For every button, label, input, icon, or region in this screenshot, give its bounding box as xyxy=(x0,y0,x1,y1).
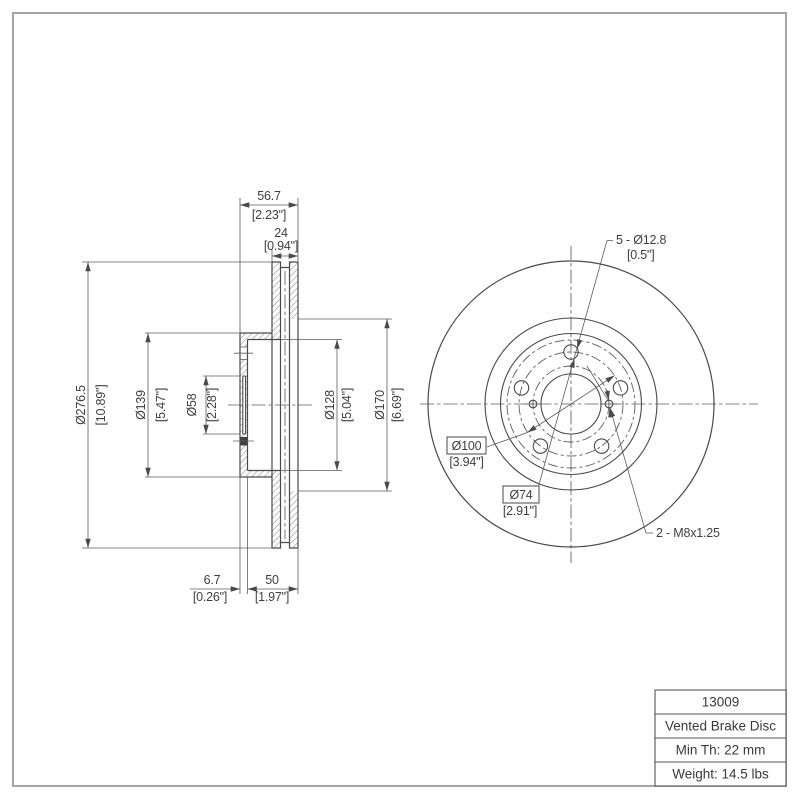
sheet-frame xyxy=(12,12,787,787)
bolt-hole-lower-right xyxy=(593,438,610,454)
thread-hole-leader xyxy=(586,365,653,534)
hat-wall-hatch-top xyxy=(247,333,272,340)
dim-bore-value: Ø58 xyxy=(185,393,199,416)
dim-friction-inner-inches: [6.69"] xyxy=(390,388,404,422)
dim-hub-value: Ø139 xyxy=(134,390,148,420)
dim-flange-thickness-inches: [0.26"] xyxy=(193,590,227,604)
min-thickness: Min Th: 22 mm xyxy=(676,743,766,758)
dim-od-inches: [10.89"] xyxy=(94,384,108,425)
bolt-circle xyxy=(518,351,624,457)
hat-wall-hatch-bottom xyxy=(247,470,272,477)
dim-overall-width-value: 56.7 xyxy=(257,189,281,203)
section-outline xyxy=(233,261,299,549)
bolt-holes-label: 5 - Ø12.8 xyxy=(616,233,667,247)
flange-hatch-2 xyxy=(240,359,248,376)
bolt-circle-dim-leader xyxy=(486,432,528,448)
dim-overall-width-inches: [2.23"] xyxy=(252,208,286,222)
hub-circle xyxy=(499,332,643,476)
dim-plate-thickness-inches: [0.94"] xyxy=(264,239,298,253)
flange-hatch-5 xyxy=(240,434,248,477)
sheet-border xyxy=(12,12,787,787)
bolt-hole-leader xyxy=(537,240,613,489)
pilot-circle-label: Ø74 xyxy=(509,488,532,502)
part-weight: Weight: 14.5 lbs xyxy=(672,767,769,782)
flange-hatch-1 xyxy=(240,333,248,347)
pilot-circle-label-inches: [2.91"] xyxy=(503,504,537,518)
dim-hat-inner-value: Ø128 xyxy=(323,390,337,420)
dim-hat-depth-inches: [1.97"] xyxy=(255,590,289,604)
inboard-plate-hatch-top xyxy=(272,262,281,340)
bolt-circle-dim-line xyxy=(527,375,615,433)
part-type: Vented Brake Disc xyxy=(665,719,776,734)
thread-hole-dia-arrow-lower xyxy=(608,407,614,419)
bolt-holes-label-inches: [0.5"] xyxy=(627,248,655,262)
dim-plate-thickness-value: 24 xyxy=(274,226,288,240)
dim-friction-inner-value: Ø170 xyxy=(373,390,387,420)
front-centerlines xyxy=(420,246,758,563)
pilot-circle-label-box xyxy=(502,485,540,504)
title-block: 13009 Vented Brake Disc Min Th: 22 mm We… xyxy=(654,689,787,787)
front-view-labels: 5 - Ø12.8 [0.5"] Ø100 [3.94"] Ø74 [2.91"… xyxy=(446,233,720,540)
dim-bore-inches: [2.28"] xyxy=(205,388,219,422)
section-view: Ø276.5 [10.89"] Ø139 [5.47"] Ø58 [2.28"]… xyxy=(74,189,404,604)
bolt-circle-label-box xyxy=(446,436,487,455)
section-extension-lines xyxy=(82,198,392,594)
disc-outer-circle xyxy=(427,260,715,548)
section-dimension-text: Ø276.5 [10.89"] Ø139 [5.47"] Ø58 [2.28"]… xyxy=(74,189,404,604)
dim-hub-inches: [5.47"] xyxy=(154,388,168,422)
thread-holes-label: 2 - M8x1.25 xyxy=(656,526,720,540)
outboard-plate-hatch-top xyxy=(289,262,298,319)
section-dimension-lines xyxy=(85,202,390,592)
dim-hat-inner-inches: [5.04"] xyxy=(340,388,354,422)
hat-inner-circle xyxy=(506,339,636,469)
bolt-circle-dimension xyxy=(486,375,615,448)
thread-hole-leader-extension xyxy=(586,365,609,401)
dim-flange-thickness-value: 6.7 xyxy=(204,573,221,587)
bolt-circle-label: Ø100 xyxy=(452,439,482,453)
friction-inner-circle xyxy=(484,317,658,491)
ring-top-edge xyxy=(272,261,298,269)
bolt-hole-dia-arrow-upper xyxy=(576,339,583,349)
thread-hole-dia-arrow-upper xyxy=(604,389,610,401)
dim-od-value: Ø276.5 xyxy=(74,385,88,425)
inboard-plate-hatch-bottom xyxy=(272,470,281,548)
bolt-hole-dia-arrow-lower xyxy=(569,358,575,369)
front-view: 5 - Ø12.8 [0.5"] Ø100 [3.94"] Ø74 [2.91"… xyxy=(420,233,758,563)
ring-bottom-edge xyxy=(272,541,298,549)
part-number: 13009 xyxy=(702,695,740,710)
bolt-circle-label-inches: [3.94"] xyxy=(449,455,483,469)
section-centerlines xyxy=(228,271,312,539)
dim-hat-depth-value: 50 xyxy=(265,573,279,587)
bolt-hole-lower-left xyxy=(532,438,549,454)
outboard-plate-hatch-bottom xyxy=(289,491,298,548)
